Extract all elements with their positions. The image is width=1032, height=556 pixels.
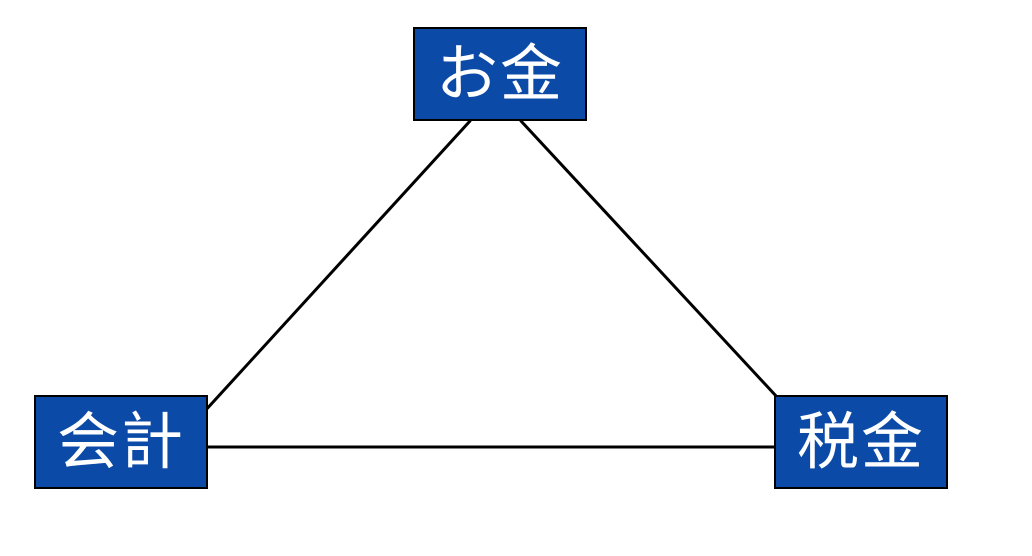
node-money-label: お金 bbox=[435, 37, 564, 110]
node-tax: 税金 bbox=[774, 395, 948, 489]
edge-money-to-accounting bbox=[202, 119, 472, 414]
node-accounting: 会計 bbox=[34, 395, 208, 489]
node-money: お金 bbox=[413, 27, 587, 121]
edge-money-to-tax bbox=[519, 119, 779, 399]
node-tax-label: 税金 bbox=[796, 405, 925, 478]
node-accounting-label: 会計 bbox=[56, 405, 185, 478]
